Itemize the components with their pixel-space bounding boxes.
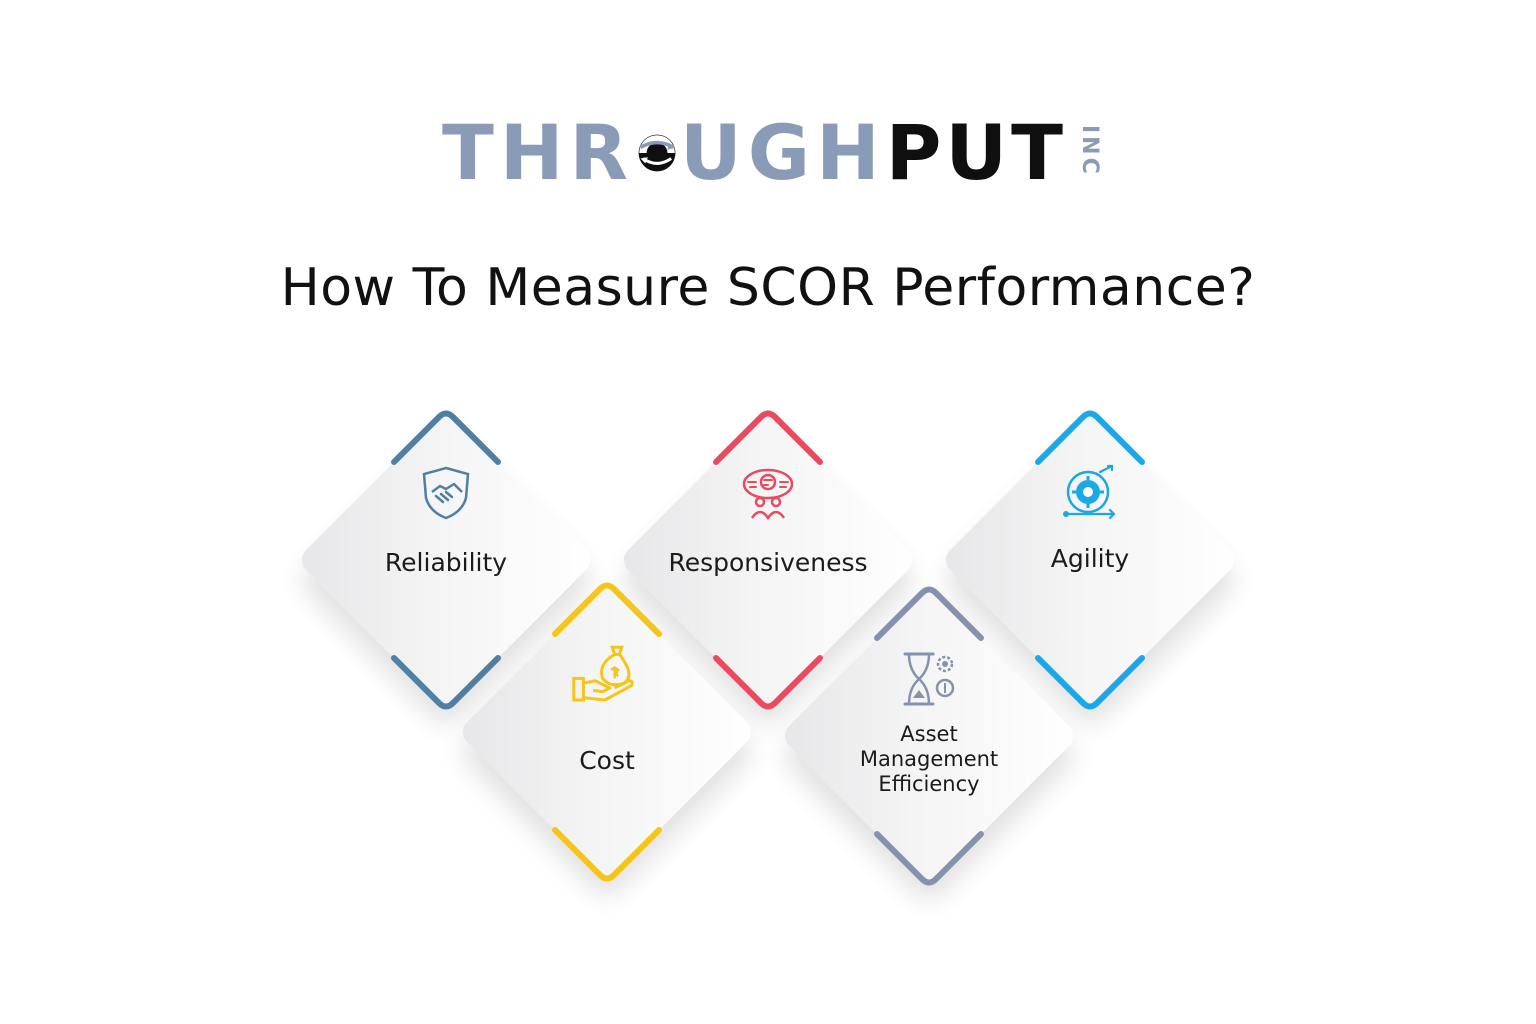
- page-title: How To Measure SCOR Performance?: [280, 258, 1256, 318]
- exchange-people-icon: [742, 468, 794, 521]
- metric-label: Reliability: [384, 548, 508, 577]
- metric-card-cost: Cost: [457, 582, 757, 882]
- metric-label-line: Asset: [900, 722, 958, 746]
- logo-text-part2: UGH: [680, 108, 886, 197]
- card-brackets: [874, 586, 984, 886]
- money-bag-hand-icon: [572, 645, 634, 702]
- gear-arrows-icon: [1063, 464, 1116, 520]
- metric-card-agility: Agility: [940, 410, 1240, 710]
- logo-text-part1: THR: [442, 108, 634, 197]
- logo-inc-text: INC: [1077, 125, 1102, 177]
- logo-globe-icon: [638, 134, 676, 172]
- metric-label: Responsiveness: [668, 548, 868, 577]
- metric-card-asset-management-efficiency: Asset Management Efficiency: [779, 586, 1079, 886]
- metric-label-line: Management: [859, 747, 999, 771]
- card-brackets: [552, 582, 662, 882]
- handshake-shield-icon: [422, 466, 470, 520]
- metric-label: Agility: [1050, 544, 1130, 573]
- card-brackets: [713, 410, 823, 710]
- metric-label: Cost: [579, 746, 635, 775]
- metric-card-responsiveness: Responsiveness: [618, 410, 918, 710]
- metric-label-line: Efficiency: [878, 772, 980, 796]
- hourglass-gear-coin-icon: [903, 652, 955, 706]
- card-brackets: [391, 410, 501, 710]
- card-brackets: [1035, 410, 1145, 710]
- metric-label: Asset Management Efficiency: [779, 722, 1079, 797]
- logo-text-part3: PUT: [885, 108, 1067, 197]
- company-logo: THR UGH PUT INC: [442, 108, 1102, 198]
- metric-card-reliability: Reliability: [296, 410, 596, 710]
